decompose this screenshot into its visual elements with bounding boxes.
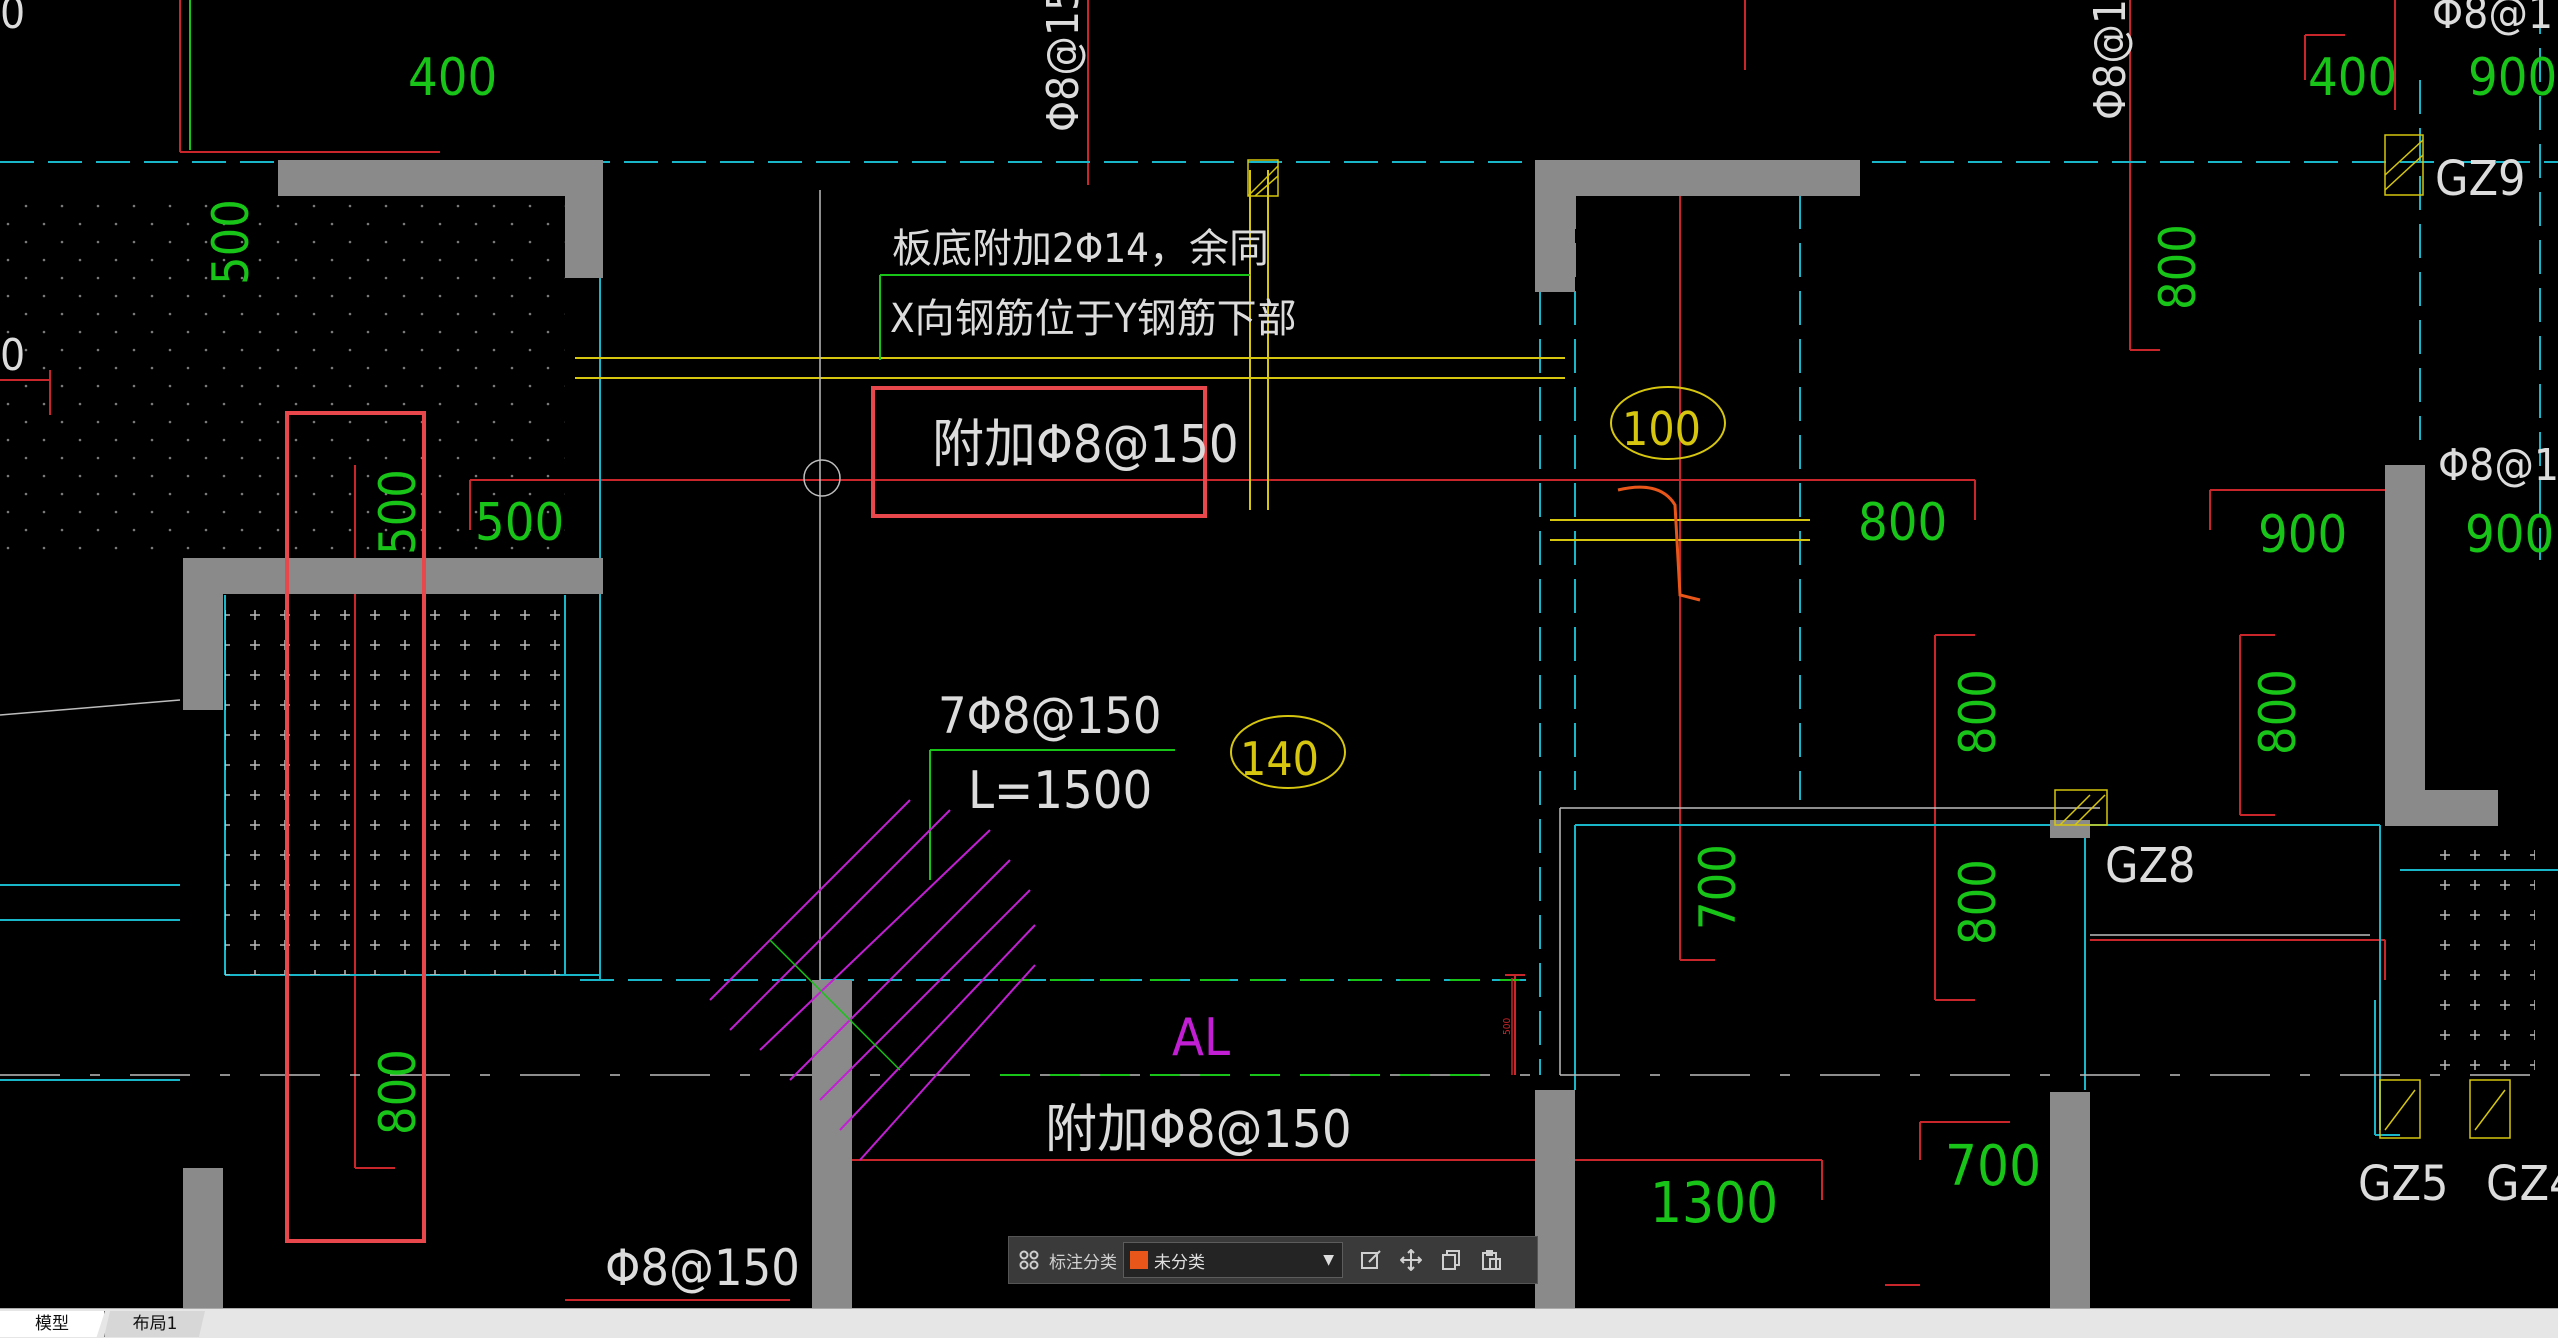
note-add-rebar-bottom: 附加Φ8@150 [1045, 1100, 1352, 1160]
slab-dots [0, 195, 565, 555]
drawing-text: 板底附加2Φ14，余同 X向钢筋位于Y钢筋下部 附加Φ8@150 7Φ8@150… [0, 0, 2558, 1297]
dim-800-horiz: 800 [1858, 493, 1947, 553]
highlight-box-vertical [285, 411, 426, 1243]
note-rebar-right-mid: Φ8@15 [2438, 440, 2558, 491]
dim-800-vert-highlight: 800 [369, 1049, 427, 1135]
dim-700-right: 700 [1945, 1134, 2041, 1199]
copy-icon[interactable] [1431, 1237, 1471, 1283]
fragment-left: 0 [0, 330, 25, 381]
note-diag-rebar-length: L=1500 [968, 761, 1152, 821]
opening-hatch [709, 799, 1036, 1161]
column-gz4: GZ4 [2486, 1156, 2558, 1212]
move-icon[interactable] [1391, 1237, 1431, 1283]
dim-500-vert-highlight: 500 [369, 469, 427, 555]
tab-model[interactable]: 模型 [0, 1311, 105, 1337]
category-select-value: 未分类 [1154, 1252, 1205, 1273]
thin-lines [0, 190, 2558, 1076]
break-line [1617, 485, 1701, 602]
dim-900-mid-a: 900 [2258, 505, 2347, 565]
dim-small: 500 [1502, 1018, 1513, 1035]
dim-400-right: 400 [2308, 48, 2397, 108]
annotation-category-label: 标注分类 [1049, 1252, 1117, 1273]
green-lines [189, 0, 1801, 1076]
walls [183, 160, 2498, 1308]
note-rebar-bottom-left: Φ8@150 [605, 1239, 800, 1297]
note-diag-rebar-count: 7Φ8@150 [938, 687, 1161, 745]
dim-1300: 1300 [1650, 1171, 1778, 1236]
grid-icon[interactable] [1009, 1237, 1049, 1283]
column-gz5: GZ5 [2358, 1156, 2449, 1212]
fragment-top-left: 0 [0, 0, 25, 39]
dim-800-vert-b: 800 [2249, 669, 2307, 755]
slab-thickness-140: 140 [1240, 732, 1319, 786]
dim-800-vert-c: 800 [1949, 859, 2007, 945]
cad-drawing[interactable]: 板底附加2Φ14，余同 X向钢筋位于Y钢筋下部 附加Φ8@150 7Φ8@150… [0, 0, 2558, 1308]
dim-800-vert-top-right: 800 [2149, 224, 2207, 310]
slab-thickness-100: 100 [1622, 402, 1701, 456]
dim-700-vert: 700 [1689, 844, 1747, 930]
note-add-rebar-top: 附加Φ8@150 [932, 415, 1239, 475]
opening-cross [769, 939, 901, 1071]
note-x-rebar-position: X向钢筋位于Y钢筋下部 [890, 296, 1297, 342]
note-rebar-right-top: Φ8@1 [2432, 0, 2553, 39]
paste-icon[interactable] [1471, 1237, 1511, 1283]
dim-400-left: 400 [408, 48, 497, 108]
dim-800-vert-a: 800 [1949, 669, 2007, 755]
note-slab-bottom-add: 板底附加2Φ14，余同 [892, 226, 1269, 272]
plus-pattern [225, 595, 2535, 1080]
highlight-box-rebar [871, 386, 1207, 518]
column-gz9: GZ9 [2435, 151, 2526, 207]
chevron-down-icon: ▼ [1323, 1252, 1334, 1268]
dim-900-top-right: 900 [2468, 48, 2557, 108]
dim-500-horiz: 500 [475, 493, 564, 553]
drawing-canvas[interactable]: 板底附加2Φ14，余同 X向钢筋位于Y钢筋下部 附加Φ8@150 7Φ8@150… [0, 0, 2558, 1308]
annotation-toolbar: 标注分类 未分类 ▼ [1008, 1236, 1538, 1284]
edit-icon[interactable] [1351, 1237, 1391, 1283]
dim-900-mid-b: 900 [2465, 505, 2554, 565]
layout-tab-bar: 模型 布局1 [0, 1308, 2558, 1338]
yellow-lines [575, 170, 1810, 789]
category-color-swatch [1130, 1251, 1148, 1269]
tab-layout1[interactable]: 布局1 [104, 1311, 205, 1337]
note-rebar-top-left: Φ8@15 [1038, 0, 1089, 132]
note-rebar-top-right: Φ8@15 [2085, 0, 2136, 120]
column-gz8: GZ8 [2105, 838, 2196, 894]
annotation-category-select[interactable]: 未分类 ▼ [1123, 1242, 1343, 1278]
beam-label: AL [1172, 1008, 1230, 1068]
column-hatches [1247, 134, 2511, 1139]
dim-500-vert-left: 500 [202, 199, 260, 285]
